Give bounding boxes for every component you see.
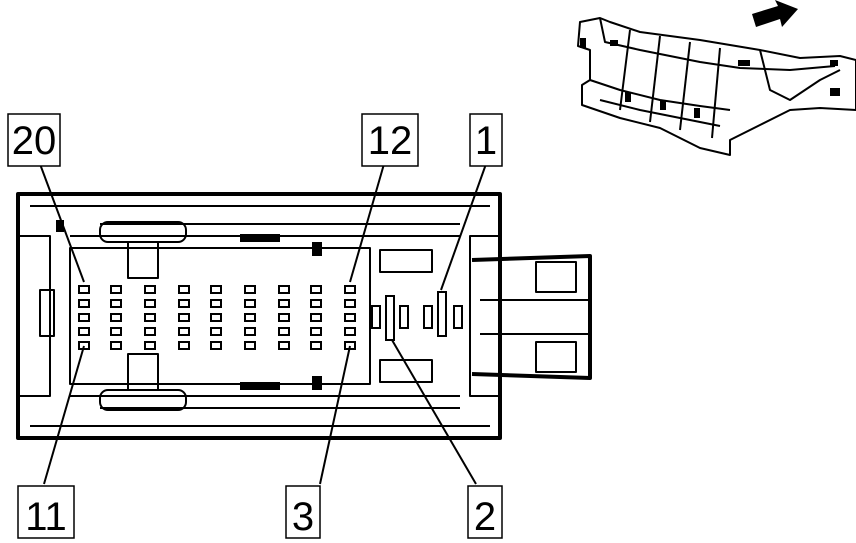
pin-cavity xyxy=(310,327,322,336)
pin-cavity xyxy=(144,299,156,308)
pin-cavity xyxy=(278,285,290,294)
pin-cavity xyxy=(344,327,356,336)
pin-cavity xyxy=(244,299,256,308)
pin-cavity xyxy=(78,285,90,294)
connector-perspective-icon xyxy=(577,17,856,156)
pin-cavity xyxy=(78,313,90,322)
pin-cavity xyxy=(144,285,156,294)
pin-cavity xyxy=(144,313,156,322)
callout-3: 3 xyxy=(285,485,321,539)
callout-label-2: 2 xyxy=(474,495,496,539)
pin-cavity xyxy=(110,327,122,336)
callout-20: 20 xyxy=(7,113,61,167)
pin-cavity xyxy=(110,341,122,350)
pin-cavity xyxy=(244,313,256,322)
callout-12: 12 xyxy=(361,113,419,167)
pin-cavity xyxy=(244,327,256,336)
pin-cavity xyxy=(310,341,322,350)
callout-label-11: 11 xyxy=(25,495,67,539)
pin-cavity xyxy=(78,299,90,308)
pin-cavity xyxy=(178,299,190,308)
pin-cavity xyxy=(178,313,190,322)
pin-cavity xyxy=(210,313,222,322)
pin-cavity xyxy=(210,327,222,336)
pin-cavity xyxy=(278,313,290,322)
pin-cavity xyxy=(178,341,190,350)
pin-cavity xyxy=(110,285,122,294)
pin-cavity xyxy=(344,285,356,294)
pin-cavity xyxy=(244,341,256,350)
pin-cavity xyxy=(210,341,222,350)
callout-label-12: 12 xyxy=(368,119,413,163)
pin-cavity xyxy=(178,327,190,336)
callout-1: 1 xyxy=(469,113,503,167)
pin-cavity xyxy=(110,313,122,322)
callout-2: 2 xyxy=(467,485,503,539)
pin-cavity xyxy=(78,327,90,336)
pin-cavity xyxy=(244,285,256,294)
pin-cavity xyxy=(210,285,222,294)
pin-cavity xyxy=(210,299,222,308)
callout-label-1: 1 xyxy=(475,119,497,163)
callout-label-20: 20 xyxy=(12,119,57,163)
pin-grid xyxy=(78,285,356,350)
pin-cavity xyxy=(110,299,122,308)
pin-cavity xyxy=(278,327,290,336)
pin-cavity xyxy=(344,313,356,322)
pin-cavity xyxy=(278,299,290,308)
pin-cavity xyxy=(310,299,322,308)
callout-11: 11 xyxy=(17,485,75,539)
pin-cavity xyxy=(278,341,290,350)
leader-lines xyxy=(39,163,487,485)
pin-cavity xyxy=(310,285,322,294)
pin-cavity xyxy=(344,299,356,308)
callout-label-3: 3 xyxy=(292,495,314,539)
connector-body xyxy=(16,192,592,440)
pin-cavity xyxy=(144,341,156,350)
pin-cavity xyxy=(144,327,156,336)
pin-cavity xyxy=(310,313,322,322)
pin-cavity xyxy=(178,285,190,294)
arrow-right-icon xyxy=(752,0,798,27)
